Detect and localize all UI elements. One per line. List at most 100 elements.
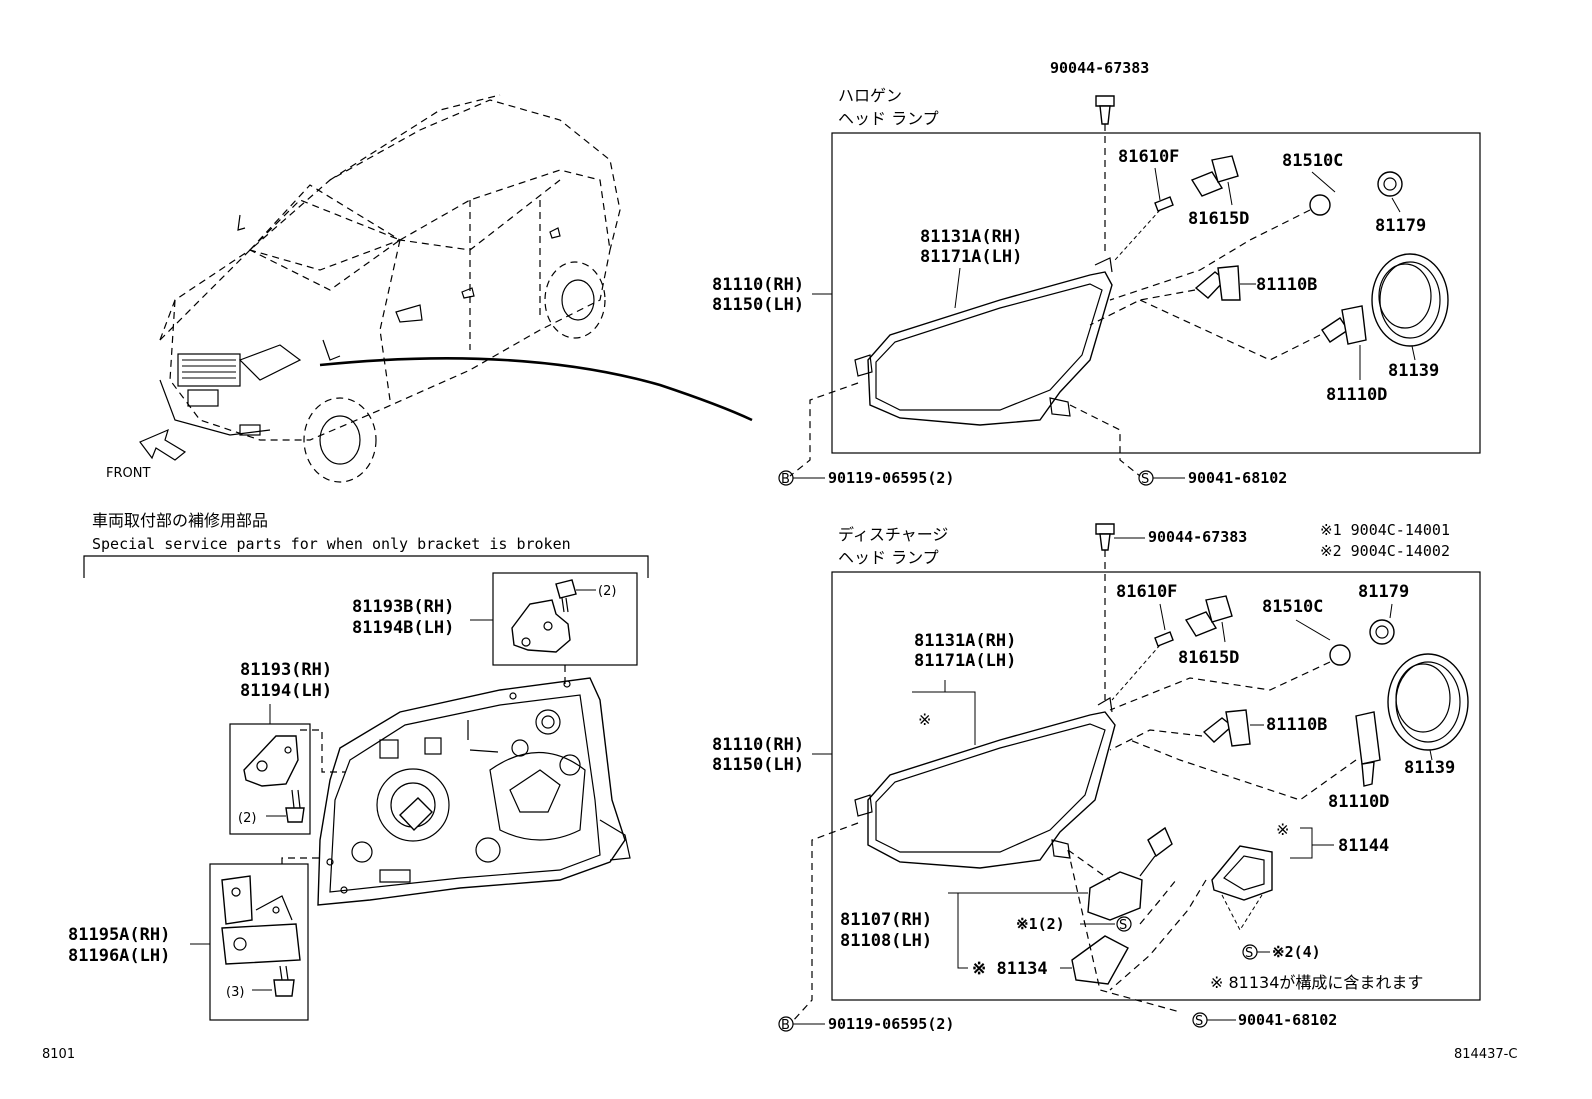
discharge-clip-label: 90044-67383 (1148, 528, 1247, 546)
discharge-screw-b-label: 90119-06595(2) (828, 1015, 954, 1033)
discharge-lens-lh-label: 81171A(LH) (914, 651, 1016, 671)
svg-text:S: S (1141, 472, 1149, 487)
bracket-b-rh-label: 81193B(RH) (352, 597, 454, 617)
halogen-81615d-label: 81615D (1188, 209, 1249, 229)
bracket-a-frame (209, 863, 309, 1021)
footnote-included: ※ 81134が構成に含まれます (1210, 973, 1423, 992)
discharge-gasket-label: ※ 81134 (972, 959, 1048, 979)
svg-text:B: B (781, 1018, 790, 1033)
bulb-icon (1329, 644, 1351, 666)
bracket-parts-group: 車両取付部の補修用部品 Special service parts for wh… (68, 511, 649, 1021)
socket-81179-icon (1369, 619, 1395, 645)
page-code-right: 814437-C (1454, 1047, 1517, 1062)
footnote-1: ※1 9004C-14001 (1320, 521, 1450, 539)
special-parts-en: Special service parts for when only brac… (92, 535, 571, 553)
discharge-ballast-screw-label: ※1(2) (1016, 915, 1065, 933)
vehicle-illustration: FRONT (106, 94, 753, 483)
discharge-ballast-lh-label: 81108(LH) (840, 931, 932, 951)
special-parts-jp: 車両取付部の補修用部品 (92, 511, 268, 530)
headlamp-rear-housing (317, 677, 631, 906)
discharge-holder-mark: ※ (1276, 820, 1289, 839)
discharge-lens-mark: ※ (918, 710, 931, 729)
halogen-81110d-label: 81110D (1326, 385, 1387, 405)
bracket-a-qty: (3) (226, 985, 244, 1000)
clip-icon (1095, 523, 1115, 551)
discharge-81510c-label: 81510C (1262, 597, 1323, 617)
bracket-std-qty: (2) (238, 811, 256, 826)
discharge-81610f-label: 81610F (1116, 582, 1177, 602)
bracket-b-lh-label: 81194B(LH) (352, 618, 454, 638)
h11-bulb-icon (1194, 265, 1241, 301)
wedge-bulb-icon (1154, 631, 1174, 647)
svg-text:B: B (781, 472, 790, 487)
svg-text:S: S (1119, 918, 1127, 933)
bracket-std-frame (229, 723, 311, 835)
hb3-bulb-icon (1321, 305, 1367, 345)
discharge-assy-lh-label: 81150(LH) (712, 755, 804, 775)
discharge-81179-label: 81179 (1358, 582, 1409, 602)
dust-cover-icon (1387, 653, 1469, 751)
ballast-icon (1087, 826, 1173, 921)
discharge-frame (831, 571, 1481, 1001)
discharge-headlamp-group: ディスチャージ ヘッド ランプ ※1 9004C-14001 ※2 9004C-… (712, 521, 1481, 1033)
screw-icon (285, 789, 305, 823)
bracket-a-icon (221, 875, 301, 965)
bracket-a-rh-label: 81195A(RH) (68, 925, 170, 945)
discharge-lens-rh-label: 81131A(RH) (914, 631, 1016, 651)
hid-bulb-icon (1355, 711, 1381, 787)
halogen-lens-rh-label: 81131A(RH) (920, 227, 1022, 247)
halogen-81510c-label: 81510C (1282, 151, 1343, 171)
h11-bulb-icon (1202, 709, 1251, 747)
bracket-std-rh-label: 81193(RH) (240, 660, 332, 680)
bracket-b-icon (511, 599, 571, 653)
socket-icon (1184, 595, 1233, 637)
bulb-icon (1309, 194, 1331, 216)
halogen-screw-b-label: 90119-06595(2) (828, 469, 954, 487)
screw-icon (273, 965, 295, 997)
halogen-title-line1: ハロゲン (838, 86, 902, 105)
circle-s-icon: S (1138, 470, 1154, 487)
halogen-headlamp-unit (854, 257, 1113, 426)
halogen-81179-label: 81179 (1375, 216, 1426, 236)
halogen-clip-label: 90044-67383 (1050, 59, 1149, 77)
screw-icon (555, 579, 577, 613)
circle-s-icon: S (1242, 944, 1258, 961)
halogen-81610f-label: 81610F (1118, 147, 1179, 167)
discharge-81110b-label: 81110B (1266, 715, 1327, 735)
bracket-std-icon (243, 735, 299, 787)
halogen-assy-rh-label: 81110(RH) (712, 275, 804, 295)
circle-b-icon: B (778, 1016, 794, 1033)
bracket-std-lh-label: 81194(LH) (240, 681, 332, 701)
halogen-frame (831, 132, 1481, 454)
discharge-title-line1: ディスチャージ (838, 525, 948, 544)
circle-b-icon: B (778, 470, 794, 487)
halogen-title-line2: ヘッド ランプ (838, 109, 939, 128)
halogen-81110b-label: 81110B (1256, 275, 1317, 295)
socket-81179-icon (1377, 171, 1403, 197)
clip-icon (1095, 95, 1115, 125)
bracket-holder-icon (1211, 845, 1273, 901)
halogen-lens-lh-label: 81171A(LH) (920, 247, 1022, 267)
discharge-81615d-label: 81615D (1178, 648, 1239, 668)
discharge-81144-label: 81144 (1338, 836, 1389, 856)
bracket-b-qty: (2) (598, 584, 616, 599)
wedge-bulb-icon (1154, 196, 1174, 212)
discharge-81139-label: 81139 (1404, 758, 1455, 778)
circle-s-icon: S (1116, 916, 1132, 933)
discharge-ballast-rh-label: 81107(RH) (840, 910, 932, 930)
dust-cover-icon (1371, 253, 1449, 347)
halogen-headlamp-group: ハロゲン ヘッド ランプ 90044-67383 81610F 81615 (712, 59, 1481, 487)
halogen-81139-label: 81139 (1388, 361, 1439, 381)
front-label: FRONT (106, 466, 150, 481)
discharge-title-line2: ヘッド ランプ (838, 548, 939, 567)
halogen-assy-lh-label: 81150(LH) (712, 295, 804, 315)
svg-text:S: S (1245, 946, 1253, 961)
page-code-left: 8101 (42, 1047, 75, 1062)
socket-icon (1190, 155, 1239, 197)
discharge-headlamp-unit (854, 697, 1116, 869)
discharge-81110d-label: 81110D (1328, 792, 1389, 812)
front-arrow-icon (139, 428, 187, 461)
gasket-icon (1071, 935, 1129, 985)
